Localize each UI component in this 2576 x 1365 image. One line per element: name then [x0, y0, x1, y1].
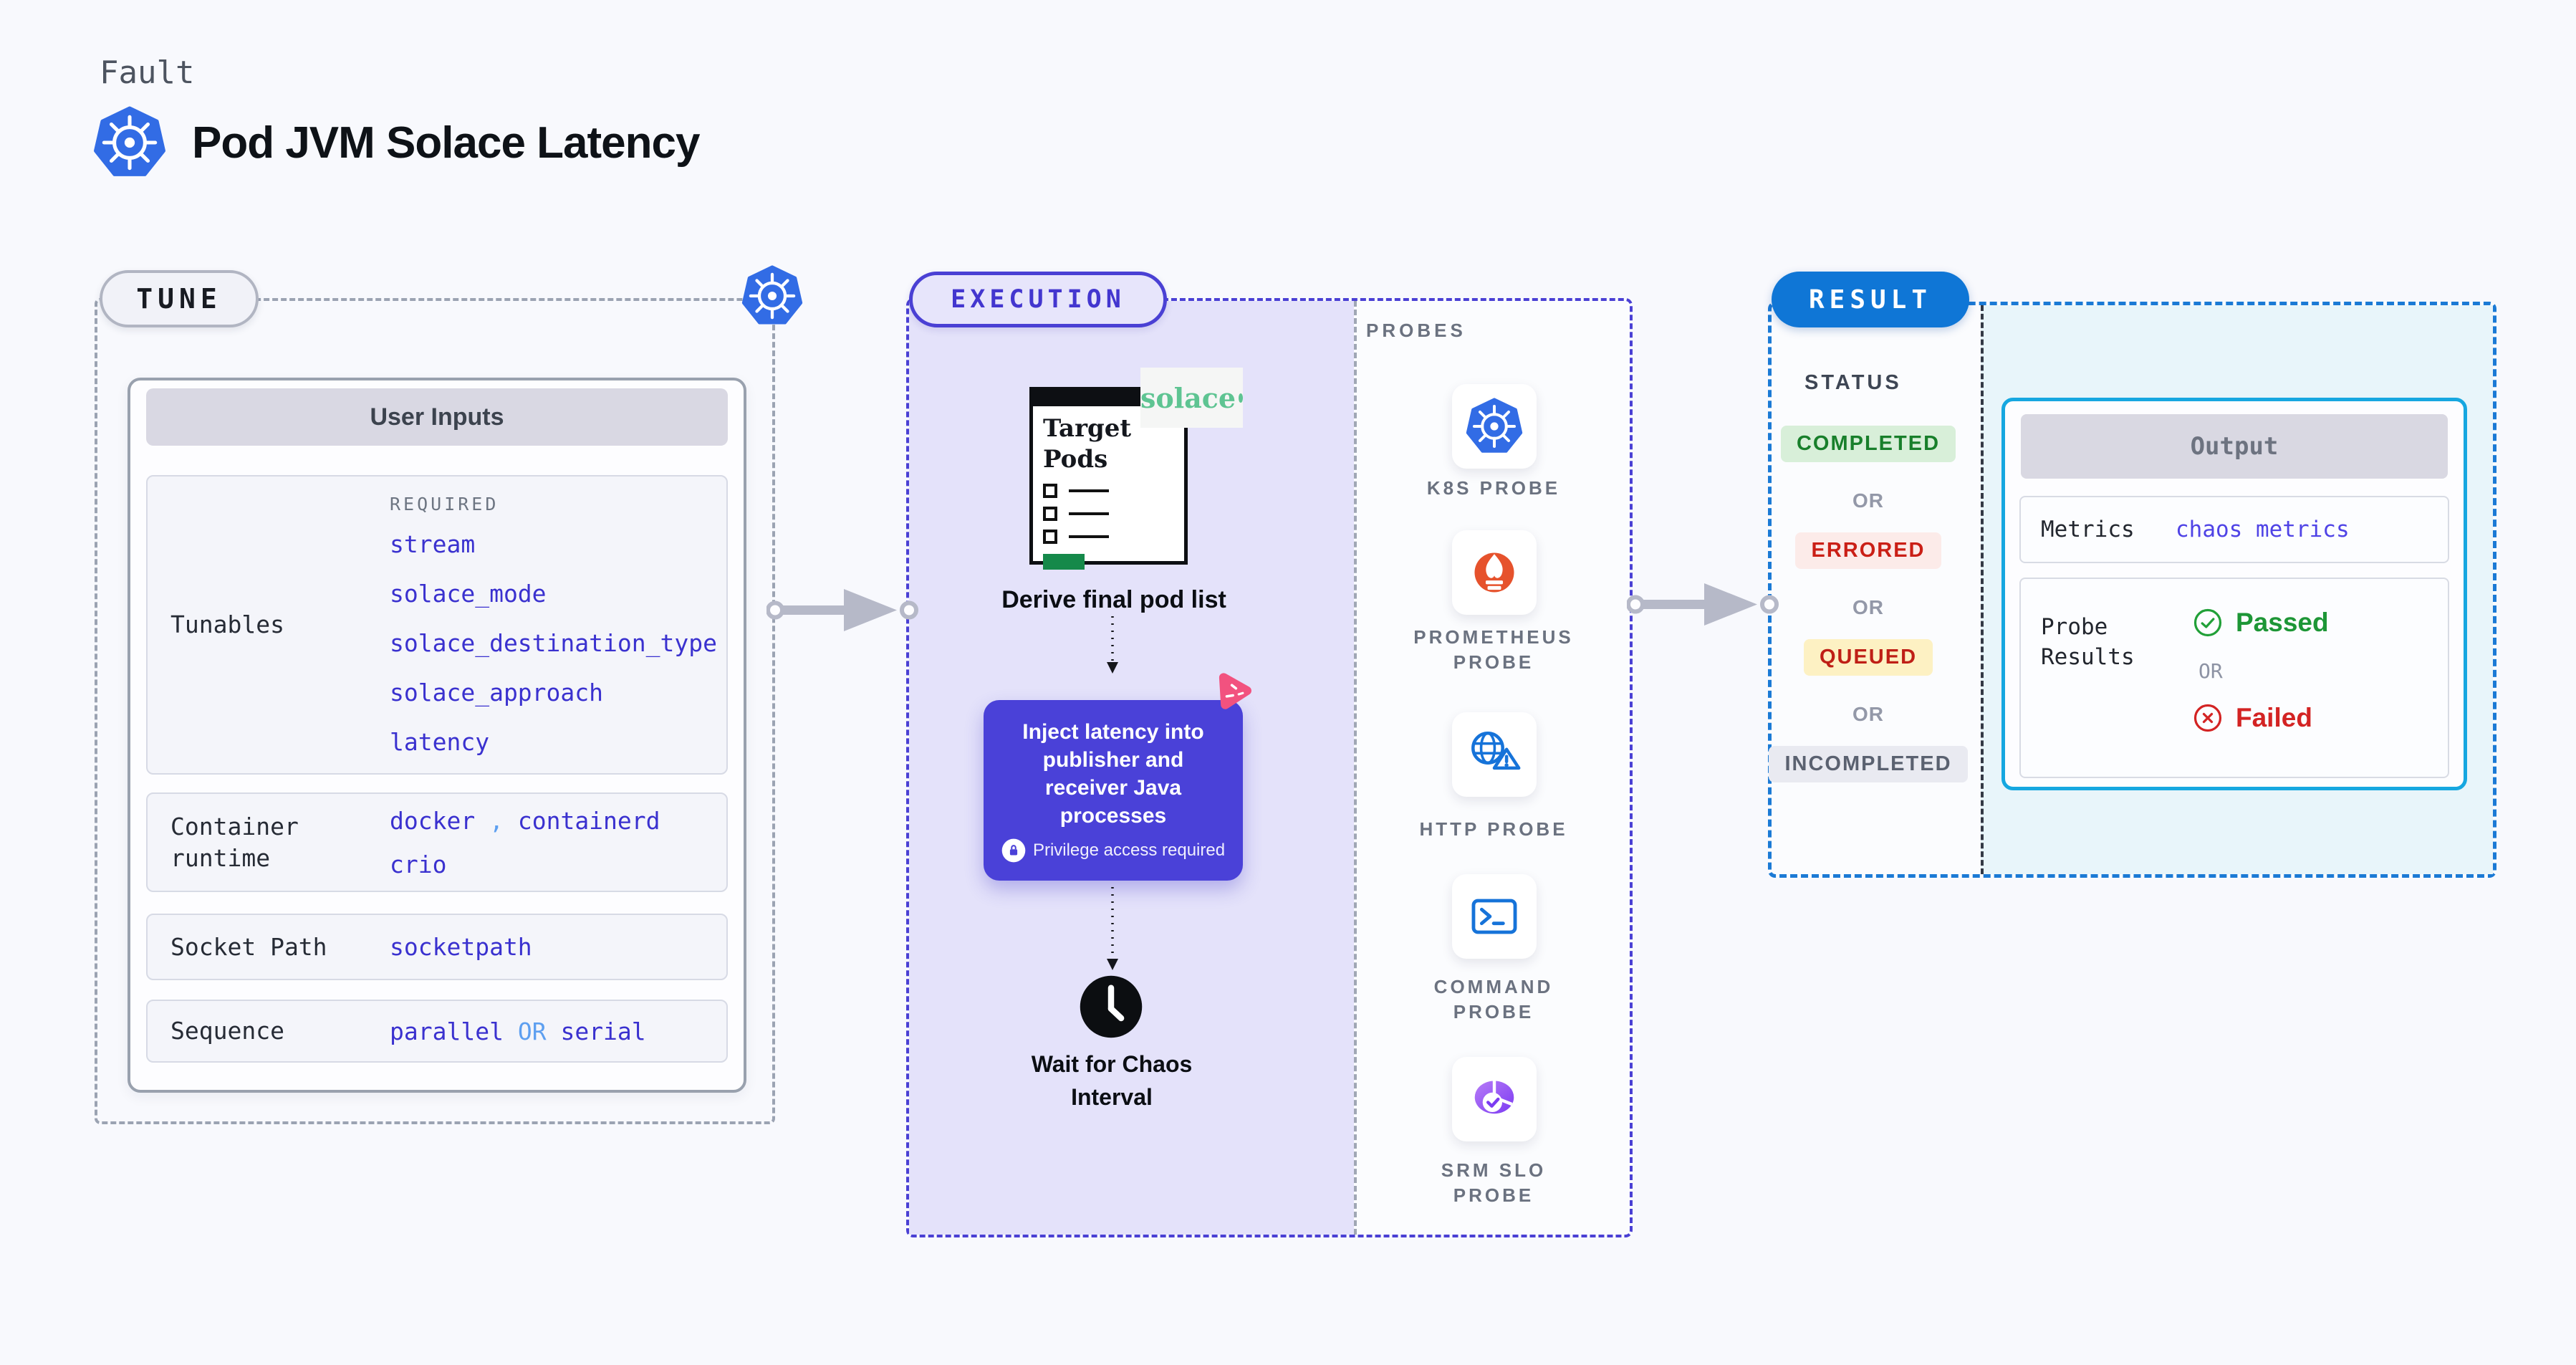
clock-icon — [1077, 973, 1145, 1040]
or-separator: OR — [1852, 489, 1884, 512]
tunables-values: REQUIRED stream solace_mode solace_desti… — [390, 476, 726, 773]
status-divider — [1981, 305, 1984, 874]
prometheus-icon — [1464, 542, 1525, 603]
result-pill: RESULT — [1772, 272, 1969, 327]
dotted-arrow-down — [1107, 887, 1118, 970]
status-badge-queued: QUEUED — [1803, 639, 1933, 676]
table-row-socket-path: Socket Path socketpath — [146, 914, 728, 980]
probe-card-k8s — [1452, 384, 1537, 469]
row-label: Sequence — [170, 1017, 284, 1045]
http-globe-icon — [1462, 722, 1527, 787]
flow-arrow — [1627, 578, 1779, 631]
status-heading: STATUS — [1804, 371, 1902, 394]
tune-section — [95, 298, 775, 1124]
check-circle-icon — [2191, 606, 2224, 639]
row-label: Metrics — [2041, 517, 2135, 542]
status-badge-incompleted: INCOMPLETED — [1769, 746, 1968, 782]
or-connector: OR — [517, 1017, 547, 1045]
probe-card-srm-slo — [1452, 1057, 1537, 1141]
passed-label: Passed — [2236, 608, 2329, 637]
metrics-value: chaos metrics — [2176, 517, 2350, 542]
button-shape — [1043, 554, 1085, 570]
separator: , — [489, 806, 504, 835]
sequence-value: parallel — [390, 1017, 504, 1045]
row-label: Tunables — [170, 610, 284, 638]
terminal-icon — [1463, 885, 1526, 948]
failed-label: Failed — [2236, 703, 2312, 732]
probes-heading: PROBES — [1366, 320, 1466, 341]
table-row-sequence: Sequence parallel OR serial — [146, 1000, 728, 1063]
solace-logo-dot — [1239, 393, 1243, 403]
status-badge-errored: ERRORED — [1795, 532, 1941, 569]
flow-arrow — [766, 584, 918, 637]
solace-logo: solace — [1140, 368, 1243, 428]
output-table: Output Metrics chaos metrics Probe Resul… — [2001, 398, 2467, 790]
required-badge: REQUIRED — [390, 494, 499, 514]
tunable-value: stream — [390, 530, 476, 558]
list-line — [1069, 535, 1109, 538]
row-label: Socket Path — [170, 932, 327, 961]
list-line — [1069, 489, 1109, 492]
x-circle-icon — [2191, 701, 2224, 734]
runtime-value: containerd — [517, 806, 660, 835]
page-title: Pod JVM Solace Latency — [192, 118, 700, 168]
table-row-container-runtime: Container runtime docker , containerd cr… — [146, 792, 728, 892]
fault-kicker: Fault — [100, 54, 195, 91]
container-runtime-values: docker , containerd crio — [390, 794, 726, 891]
dotted-arrow-down — [1107, 616, 1118, 674]
output-row-probe-results: Probe Results Passed OR Failed — [2019, 578, 2449, 778]
socket-path-value: socketpath — [390, 933, 532, 961]
inject-latency-text: Inject latency into publisher and receiv… — [1022, 720, 1204, 828]
document-title: Target Pods — [1043, 414, 1132, 474]
probe-label: HTTP PROBE — [1419, 818, 1568, 840]
probe-label: SRM SLO PROBE — [1441, 1159, 1547, 1206]
tunable-value: solace_mode — [390, 580, 547, 608]
user-inputs-table: User Inputs Tunables REQUIRED stream sol… — [128, 378, 746, 1093]
checkbox-icon — [1043, 530, 1057, 544]
table-row-tunables: Tunables REQUIRED stream solace_mode sol… — [146, 475, 728, 775]
runtime-value: crio — [390, 850, 447, 878]
or-separator: OR — [1852, 703, 1884, 725]
tunable-value: latency — [390, 728, 490, 756]
probe-card-prometheus — [1452, 530, 1537, 615]
runtime-value: docker — [390, 806, 476, 835]
list-line — [1069, 512, 1109, 515]
target-pods-illustration: solace Target Pods — [1029, 368, 1244, 570]
row-label: Probe Results — [2041, 614, 2135, 670]
or-separator: OR — [2198, 659, 2223, 683]
inject-latency-step: Inject latency into publisher and receiv… — [984, 700, 1243, 881]
or-separator: OR — [1852, 596, 1884, 618]
probe-card-http — [1452, 712, 1537, 797]
status-badge-completed: COMPLETED — [1780, 426, 1956, 462]
status-list: COMPLETED OR ERRORED OR QUEUED OR INCOMP… — [1769, 426, 1968, 782]
execution-pill: EXECUTION — [909, 272, 1167, 327]
privilege-note: Privilege access required — [1032, 840, 1226, 860]
lock-icon — [1001, 838, 1026, 863]
srm-slo-icon — [1463, 1068, 1526, 1131]
output-row-metrics: Metrics chaos metrics — [2019, 496, 2449, 563]
checkbox-icon — [1043, 484, 1057, 498]
probe-label: PROMETHEUS PROBE — [1413, 626, 1574, 673]
step-derive-pod-list: Derive final pod list — [1001, 586, 1226, 613]
tunable-value: solace_approach — [390, 679, 604, 707]
kubernetes-icon — [93, 105, 166, 181]
chaos-icon — [1206, 668, 1268, 729]
sequence-value: serial — [560, 1017, 646, 1045]
step-wait-chaos-interval: Wait for Chaos Interval — [1031, 1051, 1193, 1110]
checkbox-icon — [1043, 507, 1057, 521]
table-header: User Inputs — [146, 388, 728, 446]
tune-pill: TUNE — [100, 270, 259, 327]
probes-divider — [1354, 301, 1357, 1235]
kubernetes-icon — [1466, 397, 1523, 456]
probe-label: K8S PROBE — [1426, 477, 1561, 499]
page-header: Pod JVM Solace Latency — [93, 105, 700, 181]
probe-label: COMMAND PROBE — [1433, 976, 1554, 1022]
probe-card-command — [1452, 874, 1537, 959]
tunable-value: solace_destination_type — [390, 629, 717, 657]
output-header: Output — [2021, 414, 2448, 479]
kubernetes-icon — [741, 264, 803, 328]
row-label: Container runtime — [170, 812, 299, 872]
